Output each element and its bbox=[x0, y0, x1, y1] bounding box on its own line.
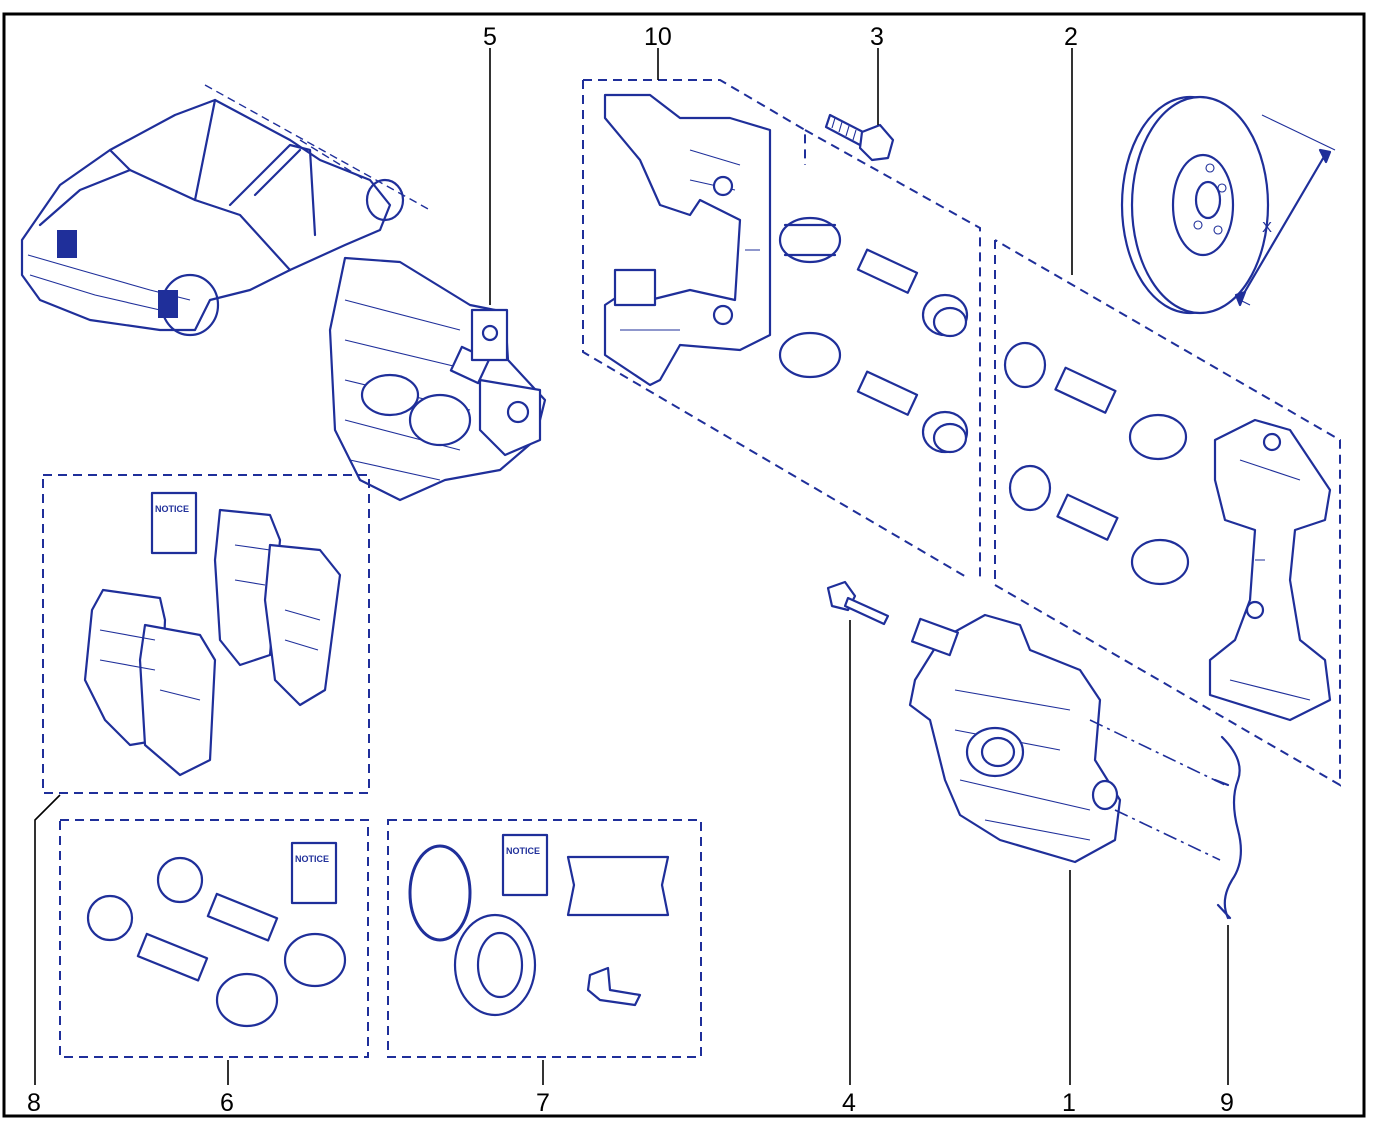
callout-10: 10 bbox=[644, 23, 672, 51]
kit-6-guide-pin-kit: NOTICE bbox=[59, 819, 369, 1058]
front-right-brake-marker bbox=[158, 290, 178, 318]
callout-2: 2 bbox=[1064, 23, 1078, 51]
part-10-bracket-kit bbox=[582, 79, 981, 580]
kit-6-notice-label: NOTICE bbox=[295, 854, 329, 864]
callout-leaders bbox=[34, 48, 1229, 1085]
part-1-caliper bbox=[908, 613, 1226, 864]
kit-8-brake-pads: NOTICE bbox=[42, 474, 370, 794]
disc-dimension-label: X bbox=[1262, 219, 1272, 236]
kit-7-notice-label: NOTICE bbox=[506, 846, 540, 856]
callout-4: 4 bbox=[842, 1089, 856, 1117]
kit-7-seal-kit: NOTICE bbox=[387, 819, 702, 1058]
part-5-caliper bbox=[328, 256, 547, 502]
callout-5: 5 bbox=[483, 23, 497, 51]
vehicle-locator bbox=[20, 84, 431, 337]
part-2-bracket-kit bbox=[994, 239, 1341, 787]
callout-7: 7 bbox=[536, 1089, 550, 1117]
front-left-brake-marker bbox=[57, 230, 77, 258]
callout-6: 6 bbox=[220, 1089, 234, 1117]
part-3-bolt bbox=[824, 113, 895, 162]
part-9-wear-sensor-wire bbox=[1213, 735, 1243, 920]
part-4-bleed-screw bbox=[826, 580, 890, 626]
callout-1: 1 bbox=[1062, 1089, 1076, 1117]
callout-9: 9 bbox=[1220, 1089, 1234, 1117]
kit-8-notice-label: NOTICE bbox=[155, 504, 189, 514]
callout-3: 3 bbox=[870, 23, 884, 51]
callout-numbers: 5 10 3 2 8 6 7 4 1 9 bbox=[27, 23, 1234, 1117]
part-2-brake-disc: X bbox=[1120, 95, 1336, 315]
callout-8: 8 bbox=[27, 1089, 41, 1117]
diagram-frame bbox=[2, 12, 1366, 1118]
